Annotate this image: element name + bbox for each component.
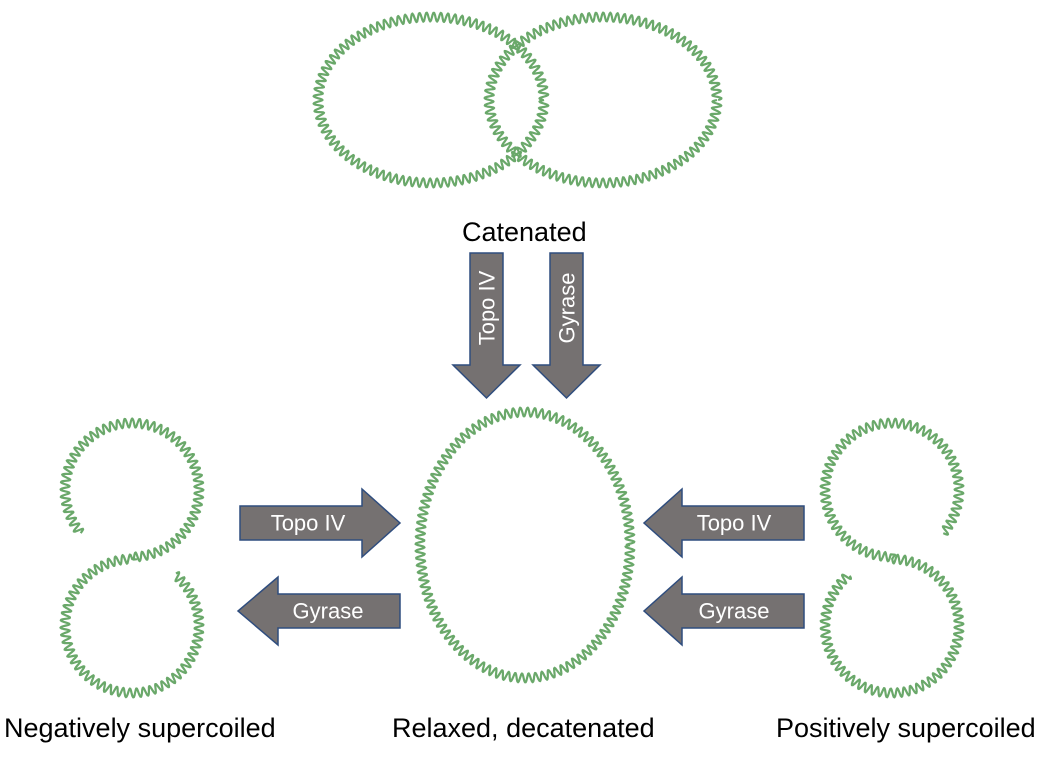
negatively-supercoiled-label: Negatively supercoiled (4, 713, 276, 743)
arrow-down-topo-iv-shape (451, 252, 522, 400)
arrow-left-gyrase: Gyrase (236, 575, 401, 647)
arrow-left-gyrase-right-label: Gyrase (699, 599, 770, 624)
arrow-down-gyrase: Gyrase (531, 252, 602, 400)
arrow-right-topo-iv-shape (239, 487, 402, 559)
arrow-right-topo-iv-label: Topo IV (271, 511, 346, 536)
catenated-dna-left-ring (312, 11, 550, 189)
positively-supercoiled-dna (819, 417, 965, 699)
arrow-down-topo-iv: Topo IV (451, 252, 522, 400)
arrow-left-gyrase-right: Gyrase (642, 575, 805, 647)
arrow-left-topo-iv-right-shape (642, 487, 805, 559)
arrow-left-topo-iv-right-label: Topo IV (697, 511, 772, 536)
negatively-supercoiled-dna (59, 417, 205, 699)
positively-supercoiled-label: Positively supercoiled (776, 713, 1036, 743)
catenated-label: Catenated (462, 217, 587, 247)
arrow-left-gyrase-label: Gyrase (293, 599, 364, 624)
relaxed-decatenated-label: Relaxed, decatenated (392, 713, 655, 743)
arrow-down-topo-iv-label: Topo IV (475, 270, 500, 345)
arrow-down-gyrase-shape (531, 252, 602, 400)
dna-molecules (59, 11, 965, 699)
arrow-left-gyrase-right-shape (642, 575, 805, 647)
arrow-down-gyrase-label: Gyrase (555, 273, 580, 344)
catenated-dna-right-ring (483, 11, 723, 189)
relaxed-dna-ring (414, 406, 636, 684)
arrow-left-gyrase-shape (236, 575, 401, 647)
arrow-left-topo-iv-right: Topo IV (642, 487, 805, 559)
arrows: Topo IV Gyrase Topo IV Gyrase Topo IV Gy… (236, 252, 805, 647)
arrow-right-topo-iv: Topo IV (239, 487, 402, 559)
